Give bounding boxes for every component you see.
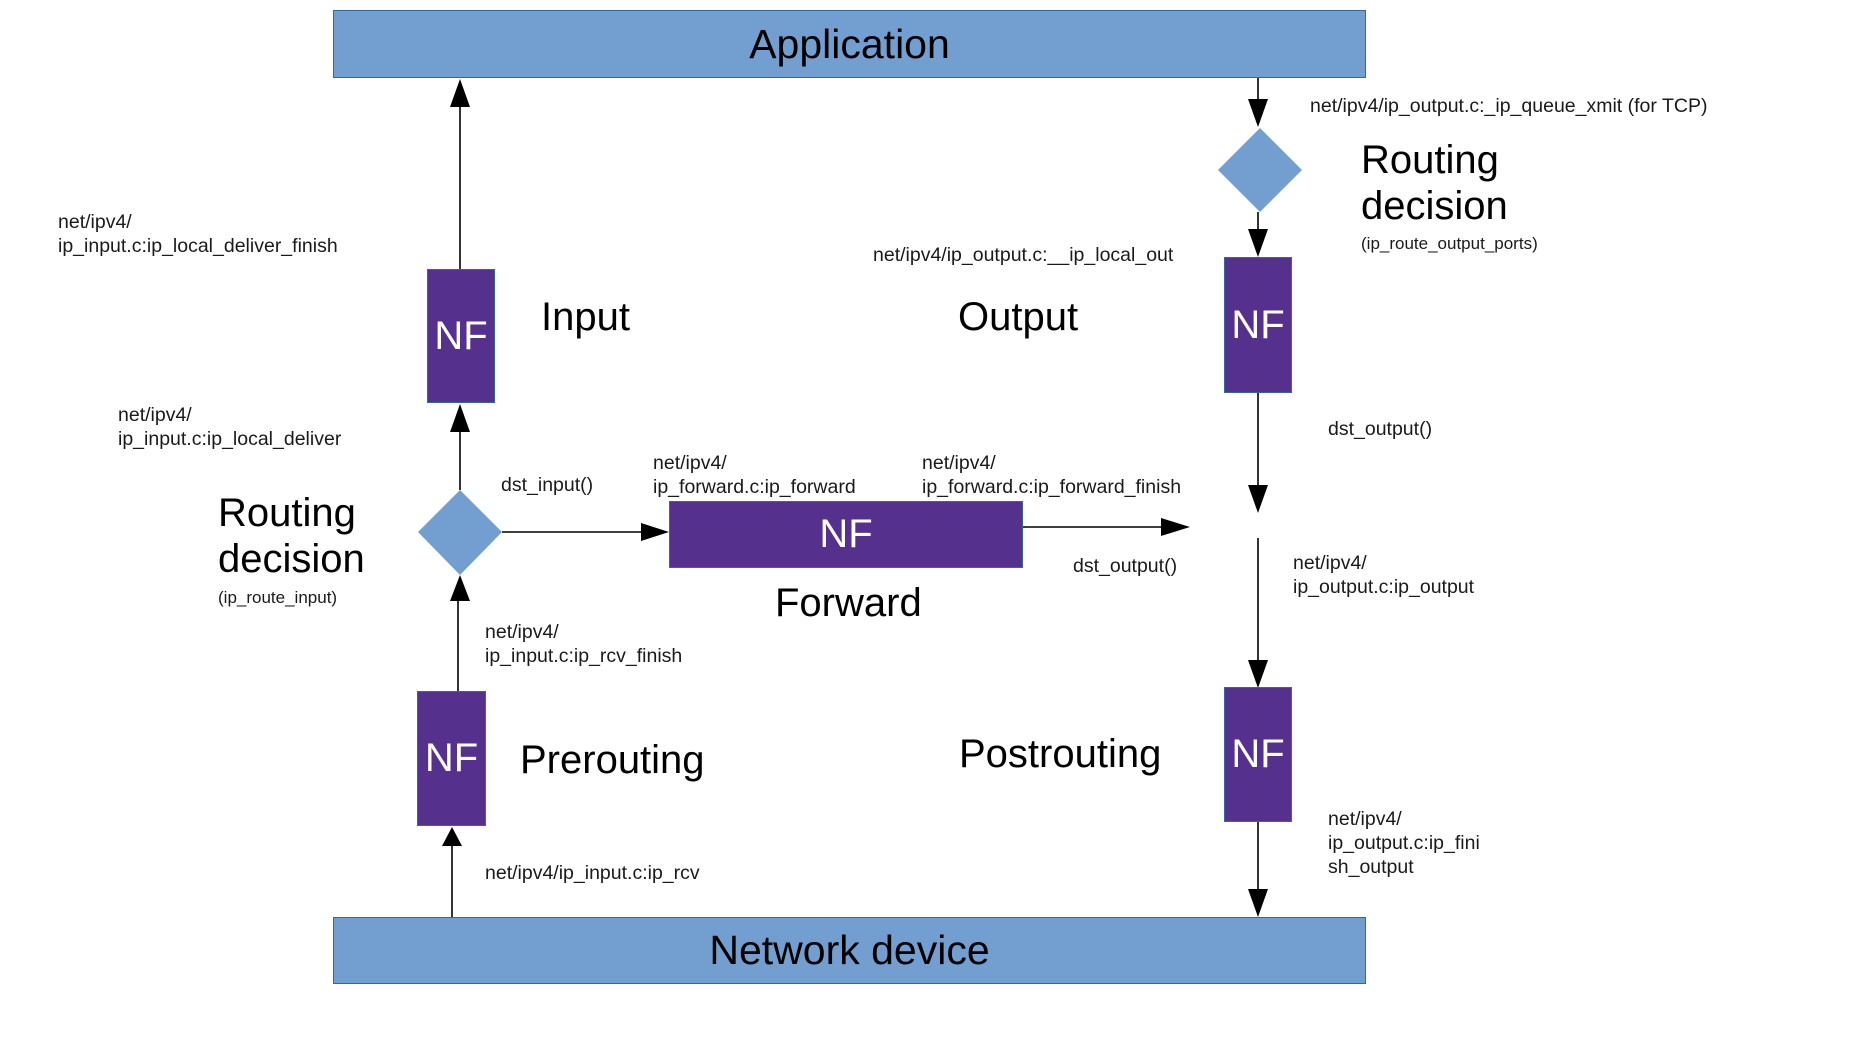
label-forward-dst-output: dst_output() (1073, 555, 1178, 577)
routing-output-function: (ip_route_output_ports) (1361, 234, 1538, 253)
label-ip-local-out: net/ipv4/ip_output.c:__ip_local_out (873, 244, 1174, 266)
label-dst-input: dst_input() (501, 474, 594, 496)
hook-name-postrouting: Postrouting (959, 732, 1162, 776)
nf-forward-box: NF (669, 501, 1023, 568)
arrowhead-down-icon (1248, 229, 1268, 257)
nf-input-box: NF (427, 269, 495, 403)
nf-postrouting-box: NF (1224, 687, 1292, 822)
arrowhead-right-icon (1161, 518, 1190, 536)
arrowhead-right-icon (641, 523, 669, 541)
arrowhead-up-icon (450, 404, 470, 432)
label-ip-forward: net/ipv4/ ip_forward.c:ip_forward (653, 452, 856, 498)
hook-name-input: Input (541, 295, 630, 339)
nf-output-box: NF (1224, 257, 1292, 393)
label-ip-rcv-finish: net/ipv4/ ip_input.c:ip_rcv_finish (485, 621, 683, 667)
routing-input-function: (ip_route_input) (218, 588, 338, 607)
label-ip-local-deliver-finish: net/ipv4/ ip_input.c:ip_local_deliver_fi… (58, 211, 338, 257)
nf-prerouting-box: NF (417, 691, 486, 826)
arrowhead-down-icon (1248, 485, 1268, 513)
routing-decision-output-diamond (1218, 128, 1302, 212)
network-device-label: Network device (709, 927, 990, 973)
arrowhead-down-icon (1248, 889, 1268, 917)
application-box: Application (333, 10, 1366, 78)
hook-name-forward: Forward (775, 581, 922, 625)
hook-name-prerouting: Prerouting (520, 738, 705, 782)
arrowhead-up-icon (450, 79, 470, 107)
routing-output-title-line1: Routing (1361, 138, 1499, 182)
hook-name-output: Output (958, 295, 1079, 339)
nf-prerouting-label: NF (424, 736, 479, 780)
arrowhead-down-icon (1248, 660, 1268, 688)
routing-decision-input-diamond (418, 490, 502, 575)
label-ip-queue-xmit: net/ipv4/ip_output.c:_ip_queue_xmit (for… (1310, 95, 1708, 117)
nf-postrouting-label: NF (1231, 732, 1285, 776)
label-ip-rcv: net/ipv4/ip_input.c:ip_rcv (485, 862, 700, 884)
arrowhead-up-icon (450, 575, 470, 601)
routing-output-title-line2: decision (1361, 184, 1508, 228)
routing-input-title-line1: Routing (218, 491, 356, 535)
label-ip-output: net/ipv4/ ip_output.c:ip_output (1293, 552, 1475, 598)
nf-forward-label: NF (819, 512, 873, 556)
nf-input-label: NF (434, 313, 488, 358)
label-ip-forward-finish: net/ipv4/ ip_forward.c:ip_forward_finish (922, 452, 1182, 498)
label-output-dst-output: dst_output() (1328, 418, 1433, 440)
application-label: Application (749, 20, 950, 67)
routing-input-title-line2: decision (218, 537, 365, 581)
label-ip-local-deliver: net/ipv4/ ip_input.c:ip_local_deliver (118, 404, 342, 450)
label-ip-finish-output: net/ipv4/ ip_output.c:ip_fini sh_output (1328, 808, 1480, 878)
nf-output-label: NF (1231, 302, 1285, 347)
arrowhead-up-icon (442, 827, 462, 846)
arrowhead-down-icon (1248, 99, 1268, 127)
network-device-box: Network device (333, 917, 1366, 984)
